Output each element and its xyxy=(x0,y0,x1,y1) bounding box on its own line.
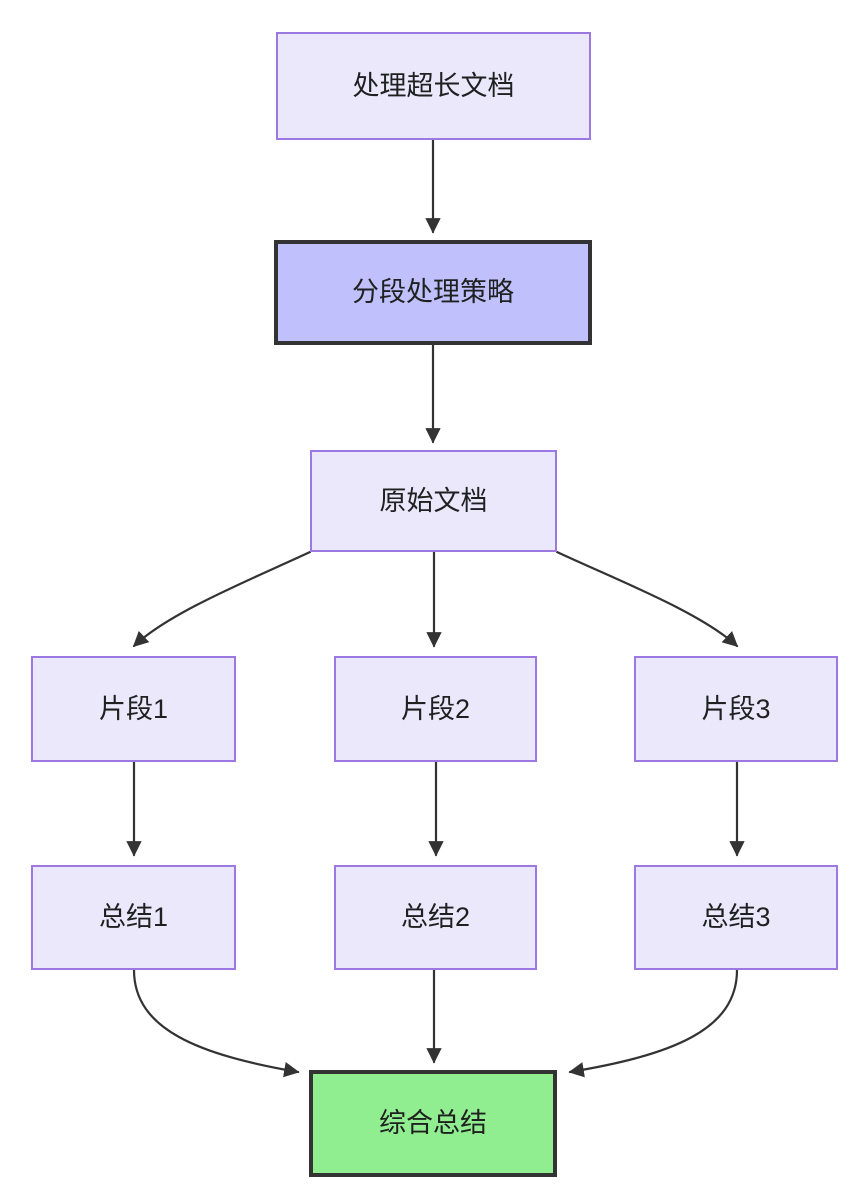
node-label: 综合总结 xyxy=(379,1108,487,1139)
edge-summary3-to-final xyxy=(568,968,739,1078)
node-label: 原始文档 xyxy=(379,485,488,516)
node-label: 总结3 xyxy=(701,902,771,933)
node-chunking-strategy[interactable]: 分段处理策略 xyxy=(274,240,592,345)
node-summary-1[interactable]: 总结1 xyxy=(31,865,236,970)
node-process-long-document[interactable]: 处理超长文档 xyxy=(276,32,591,140)
node-label: 总结2 xyxy=(400,902,471,933)
node-label: 处理超长文档 xyxy=(352,70,515,101)
edge-source-to-chunk1 xyxy=(132,550,312,648)
node-chunk-2[interactable]: 片段2 xyxy=(334,656,537,762)
node-chunk-3[interactable]: 片段3 xyxy=(634,656,838,762)
node-label: 片段1 xyxy=(98,693,169,724)
node-summary-2[interactable]: 总结2 xyxy=(334,865,537,970)
node-source-document[interactable]: 原始文档 xyxy=(310,450,557,552)
node-label: 分段处理策略 xyxy=(352,277,514,308)
edge-source-to-chunk3 xyxy=(555,550,739,648)
node-label: 片段2 xyxy=(400,693,471,724)
edge-summary1-to-final xyxy=(132,968,300,1078)
node-label: 总结1 xyxy=(98,902,169,933)
node-combined-summary[interactable]: 综合总结 xyxy=(309,1070,557,1177)
node-label: 片段3 xyxy=(701,693,771,724)
node-summary-3[interactable]: 总结3 xyxy=(634,865,838,970)
node-chunk-1[interactable]: 片段1 xyxy=(31,656,236,762)
